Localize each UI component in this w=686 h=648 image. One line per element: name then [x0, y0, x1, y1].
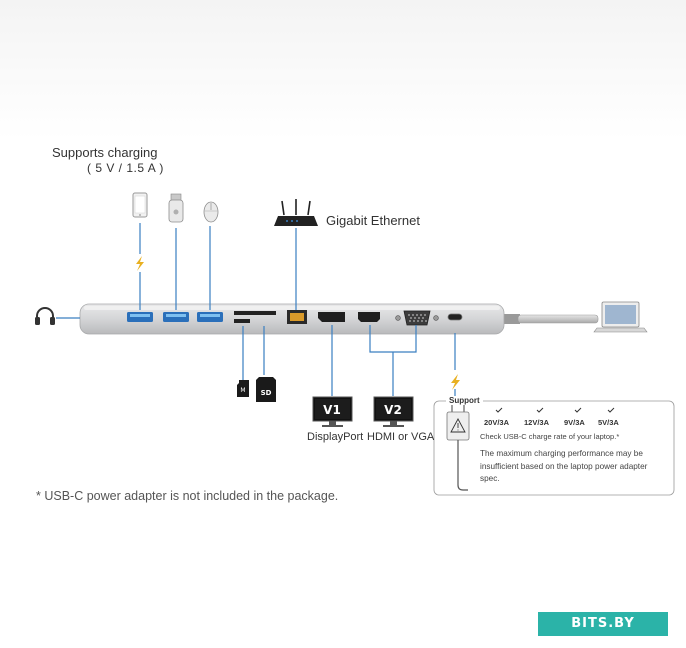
charging-spec: ( 5 V / 1.5 A )	[87, 161, 164, 175]
hdmi-vga-label: HDMI or VGA	[367, 431, 435, 443]
voltage-5v: 5V/3A	[598, 418, 619, 427]
phone-icon	[132, 192, 148, 218]
monitor-icon: V2	[373, 396, 414, 427]
voltage-9v: 9V/3A	[564, 418, 585, 427]
ethernet-port	[287, 310, 307, 324]
monitor-v2-badge: V2	[384, 403, 402, 417]
usb-c-port	[447, 313, 463, 321]
usb-c-cable	[500, 314, 599, 324]
headphones-icon	[35, 307, 55, 325]
micro-sd-label: M	[240, 387, 245, 394]
lightning-icon	[451, 374, 460, 390]
sd-card-icon: SD	[256, 377, 276, 402]
usb-a-port-3	[197, 312, 223, 322]
usb-a-port-2	[163, 312, 189, 322]
micro-sd-icon: M	[237, 380, 249, 397]
brand-badge[interactable]: BITS.BY	[538, 612, 668, 636]
voltage-12v: 12V/3A	[524, 418, 550, 427]
usb-a-port-1	[127, 312, 153, 322]
footnote: * USB-C power adapter is not included in…	[36, 489, 339, 503]
monitor-icon: V1	[312, 396, 353, 427]
displayport-label: DisplayPort	[307, 431, 364, 443]
charging-title: Supports charging	[52, 145, 158, 160]
card-slots	[234, 311, 276, 323]
usb-flash-icon	[168, 193, 184, 223]
displayport-port	[318, 312, 345, 322]
mouse-icon	[203, 201, 219, 223]
monitor-v1-badge: V1	[323, 403, 341, 417]
support-box	[433, 400, 675, 496]
performance-note: The maximum charging performance may be …	[480, 449, 648, 483]
hdmi-port	[358, 312, 380, 322]
connector-lines	[56, 223, 456, 403]
vga-port	[395, 310, 439, 326]
voltage-20v: 20V/3A	[484, 418, 510, 427]
check-charge-note: Check USB-C charge rate of your laptop.*	[480, 432, 620, 441]
router-icon	[274, 199, 318, 226]
sd-card-label: SD	[261, 389, 272, 397]
lightning-icon	[136, 256, 144, 271]
ethernet-label: Gigabit Ethernet	[326, 213, 420, 228]
support-title: Support	[446, 396, 483, 405]
power-adapter-icon	[446, 403, 470, 491]
check-icon	[495, 407, 615, 413]
laptop-icon	[593, 301, 648, 333]
